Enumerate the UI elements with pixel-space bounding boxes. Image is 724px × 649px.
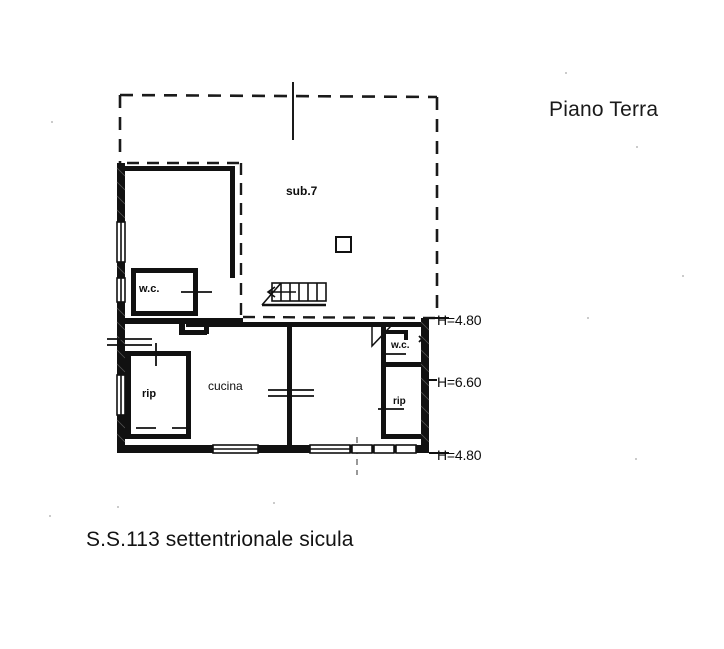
room-cucina-walls <box>186 322 292 445</box>
room-rip-left-walls <box>125 351 191 439</box>
door-openings-right <box>378 335 426 410</box>
room-label-sub7: sub.7 <box>286 184 318 198</box>
room-label-rip-left: rip <box>142 388 157 400</box>
room-label-rip-right: rip <box>393 396 406 407</box>
room-label-wc-right: w.c. <box>391 340 410 351</box>
window-openings-bottom <box>212 444 417 454</box>
boundary-dashed-inner-left <box>127 161 243 317</box>
right-block-walls <box>292 322 424 439</box>
dimension-label-bottom: H=4.80 <box>437 447 482 463</box>
property-boundary-dashed <box>118 93 439 318</box>
door-openings-rip-left <box>136 343 191 429</box>
dimension-label-top: H=4.80 <box>437 312 482 328</box>
boundary-dashed-lower <box>242 315 438 320</box>
door-swing-right-upper <box>371 325 392 348</box>
page-title: Piano Terra <box>549 98 659 121</box>
street-caption: S.S.113 settentrionale sicula <box>86 528 354 551</box>
column-square-symbol <box>335 236 352 253</box>
door-opening-cucina <box>268 389 314 397</box>
scan-speckles <box>49 72 684 517</box>
dimension-label-middle: H=6.60 <box>437 374 482 390</box>
dimension-tick-marks <box>429 317 449 454</box>
wc-right-walls <box>381 327 408 365</box>
stair-direction-arrow-icon <box>266 286 296 298</box>
room-label-wc-left: w.c. <box>139 283 160 295</box>
room-label-cucina: cucina <box>208 379 243 393</box>
exterior-walls <box>117 163 429 453</box>
door-opening-left-hall <box>107 338 152 346</box>
wall-hatch-right-exterior <box>420 321 430 443</box>
